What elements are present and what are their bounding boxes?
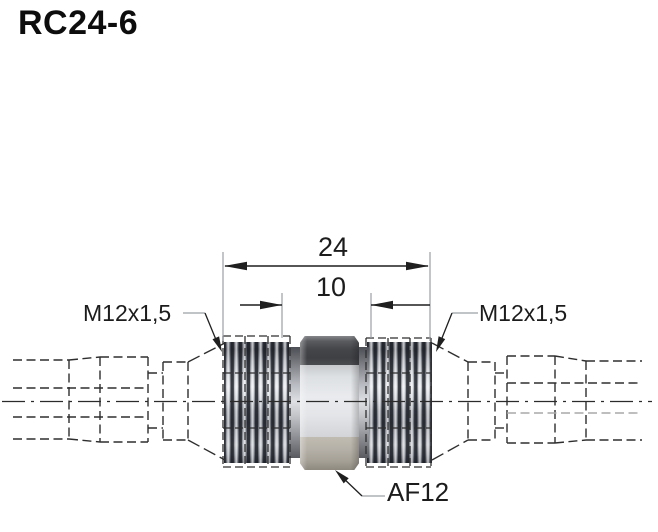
- left-thread-render: [224, 342, 289, 463]
- thread-label-left: M12x1,5: [83, 300, 172, 326]
- phantom-connector-right: [431, 342, 642, 461]
- leader-left-thread: [183, 312, 222, 352]
- dimension-center-value: 10: [315, 272, 347, 302]
- hex-front-face: [300, 365, 359, 437]
- hex-nut-render: [300, 336, 359, 470]
- leader-right-thread: [436, 312, 478, 352]
- hex-top-face: [300, 336, 359, 365]
- thread-label-right: M12x1,5: [479, 300, 568, 326]
- dimension-line-overall: [224, 261, 429, 271]
- dimension-overall-value: 24: [317, 232, 349, 262]
- hex-bottom-face: [300, 437, 359, 470]
- left-shoulder-render: [289, 347, 302, 458]
- leader-wrench-flats: [335, 470, 385, 497]
- right-thread-render: [367, 342, 432, 463]
- phantom-connector-left: [13, 342, 226, 461]
- page-title: RC24-6: [18, 4, 139, 42]
- wrench-flats-label: AF12: [387, 477, 450, 507]
